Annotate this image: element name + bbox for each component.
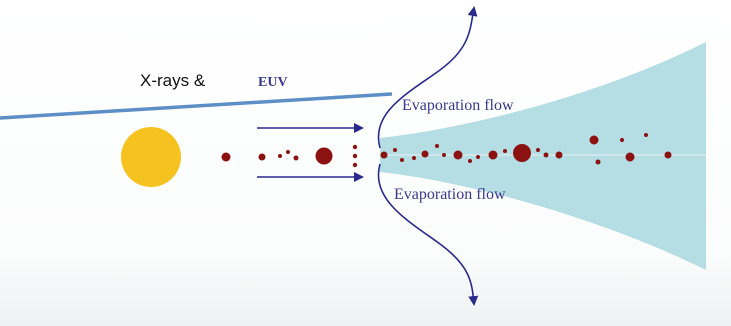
star bbox=[121, 127, 181, 187]
particle bbox=[513, 144, 531, 162]
evaporation-flow-arrow-bottom bbox=[377, 163, 479, 306]
evaporation-flow-arrow-top bbox=[377, 6, 478, 149]
particle bbox=[393, 148, 397, 152]
particle bbox=[664, 151, 672, 159]
evaporation-flow-label-top: Evaporation flow bbox=[402, 97, 514, 114]
particle bbox=[555, 151, 563, 159]
particle bbox=[286, 150, 290, 154]
particle bbox=[421, 150, 429, 158]
particle bbox=[258, 153, 266, 161]
particle bbox=[589, 135, 599, 145]
particle bbox=[278, 154, 282, 158]
particle bbox=[400, 158, 404, 162]
particle bbox=[442, 153, 446, 157]
particle bbox=[352, 153, 358, 159]
particle bbox=[315, 147, 333, 165]
particle bbox=[644, 133, 648, 137]
particle bbox=[476, 155, 480, 159]
particle bbox=[221, 152, 231, 162]
particle bbox=[380, 151, 388, 159]
particle bbox=[536, 148, 540, 152]
particle bbox=[352, 162, 358, 168]
particle bbox=[620, 138, 624, 142]
particle bbox=[468, 159, 472, 163]
particle bbox=[435, 144, 439, 148]
evaporation-flow-label-bottom: Evaporation flow bbox=[394, 186, 506, 203]
pointer-line bbox=[0, 92, 393, 120]
euv-label: EUV bbox=[258, 75, 288, 90]
particle bbox=[595, 159, 601, 165]
particle bbox=[412, 156, 416, 160]
xrays-label: X-rays & bbox=[140, 71, 206, 90]
particle bbox=[625, 152, 635, 162]
particle bbox=[453, 150, 463, 160]
evaporating-tail bbox=[380, 42, 706, 270]
particle bbox=[543, 152, 549, 158]
dust-particles bbox=[221, 133, 672, 168]
particle bbox=[488, 150, 498, 160]
particle bbox=[503, 149, 507, 153]
particle bbox=[293, 155, 299, 161]
particle bbox=[352, 144, 358, 150]
